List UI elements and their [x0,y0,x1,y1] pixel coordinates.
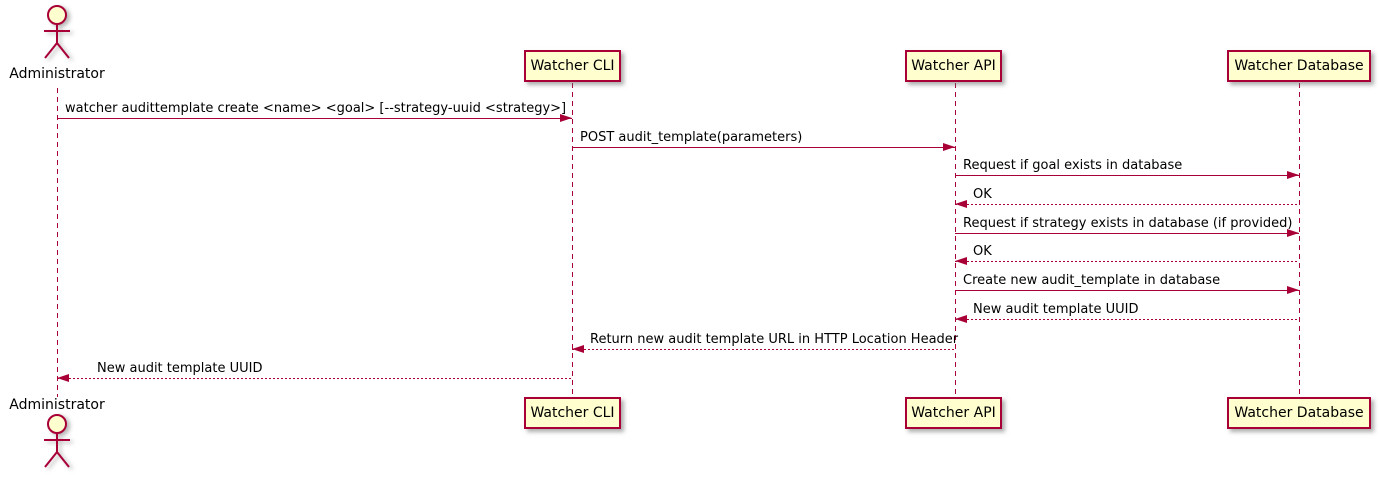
arrow-left-icon [955,257,1299,265]
message-7: Create new audit_template in database [955,269,1299,294]
arrow-left-icon [57,374,572,382]
arrow-right-icon [572,143,955,151]
message-text: New audit template UUID [973,302,1139,317]
participant-label: Watcher CLI [530,58,615,74]
arrow-left-icon [572,345,955,353]
message-text: watcher audittemplate create <name> <goa… [65,101,567,116]
arrow-right-icon [955,229,1299,237]
message-8: New audit template UUID [955,298,1299,323]
arrow-right-icon [955,171,1299,179]
message-5: Request if strategy exists in database (… [955,212,1299,237]
lifeline-watcher-api [955,83,956,397]
message-1: watcher audittemplate create <name> <goa… [57,97,572,122]
lifeline-watcher-cli [572,83,573,397]
message-text: Return new audit template URL in HTTP Lo… [590,332,959,347]
message-4: OK [955,183,1299,208]
participant-watcher-database-top: Watcher Database [1227,50,1371,82]
participant-label: Watcher API [911,58,996,74]
participant-watcher-api-top: Watcher API [905,50,1002,82]
message-text: OK [973,244,992,259]
message-9: Return new audit template URL in HTTP Lo… [572,328,959,353]
lifeline-administrator [57,88,58,397]
actor-icon [44,414,70,468]
participant-label: Watcher Database [1234,58,1364,74]
participant-label: Watcher API [911,405,996,421]
actor-label-bottom: Administrator [9,397,105,413]
arrow-left-icon [955,315,1299,323]
lifeline-watcher-database [1299,83,1300,397]
arrow-left-icon [955,200,1299,208]
participant-label: Watcher CLI [530,405,615,421]
message-2: POST audit_template(parameters) [572,126,955,151]
message-text: Request if strategy exists in database (… [963,216,1293,231]
arrow-right-icon [955,286,1299,294]
participant-watcher-api-bottom: Watcher API [905,397,1002,429]
arrow-right-icon [57,114,572,122]
message-6: OK [955,240,1299,265]
message-text: Create new audit_template in database [963,273,1221,288]
message-text: OK [973,187,992,202]
message-3: Request if goal exists in database [955,154,1299,179]
message-text: POST audit_template(parameters) [580,130,803,145]
participant-label: Watcher Database [1234,405,1364,421]
actor-label-top: Administrator [9,66,105,82]
actor-icon [44,5,70,59]
participant-watcher-cli-top: Watcher CLI [524,50,621,82]
participant-watcher-cli-bottom: Watcher CLI [524,397,621,429]
message-text: Request if goal exists in database [963,158,1183,173]
message-10: New audit template UUID [57,357,572,382]
message-text: New audit template UUID [97,361,263,376]
participant-watcher-database-bottom: Watcher Database [1227,397,1371,429]
